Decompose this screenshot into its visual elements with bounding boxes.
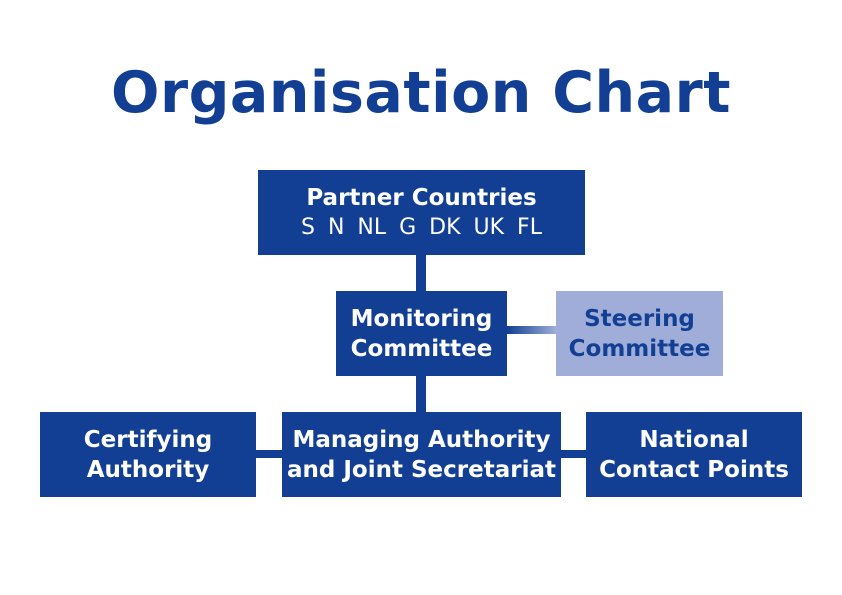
- monitoring-committee-box: Monitoring Committee: [336, 291, 507, 376]
- partner-countries-box: Partner Countries S N NL G DK UK FL: [258, 170, 585, 255]
- managing-authority-box: Managing Authority and Joint Secretariat: [282, 412, 561, 497]
- partner-countries-list: S N NL G DK UK FL: [301, 214, 542, 240]
- connector-certifying-to-managing: [256, 450, 282, 458]
- managing-authority-line1: Managing Authority: [292, 426, 551, 453]
- connector-monitoring-to-steering: [507, 326, 556, 334]
- certifying-authority-box: Certifying Authority: [40, 412, 256, 497]
- national-contact-points-line2: Contact Points: [599, 456, 789, 483]
- steering-committee-box: Steering Committee: [556, 291, 723, 376]
- certifying-authority-line1: Certifying: [83, 426, 213, 453]
- managing-authority-line2: and Joint Secretariat: [287, 456, 556, 483]
- certifying-authority-line2: Authority: [86, 456, 210, 483]
- steering-committee-line2: Committee: [568, 335, 711, 362]
- partner-countries-label: Partner Countries: [306, 184, 537, 211]
- page-title: Organisation Chart: [111, 60, 731, 126]
- connector-partner-to-monitoring: [416, 255, 426, 291]
- monitoring-committee-line1: Monitoring: [350, 305, 493, 332]
- monitoring-committee-line2: Committee: [350, 335, 493, 362]
- connector-managing-to-national: [561, 450, 586, 458]
- national-contact-points-box: National Contact Points: [586, 412, 802, 497]
- connector-monitoring-to-managing: [416, 376, 426, 412]
- steering-committee-line1: Steering: [584, 305, 695, 332]
- national-contact-points-line1: National: [639, 426, 749, 453]
